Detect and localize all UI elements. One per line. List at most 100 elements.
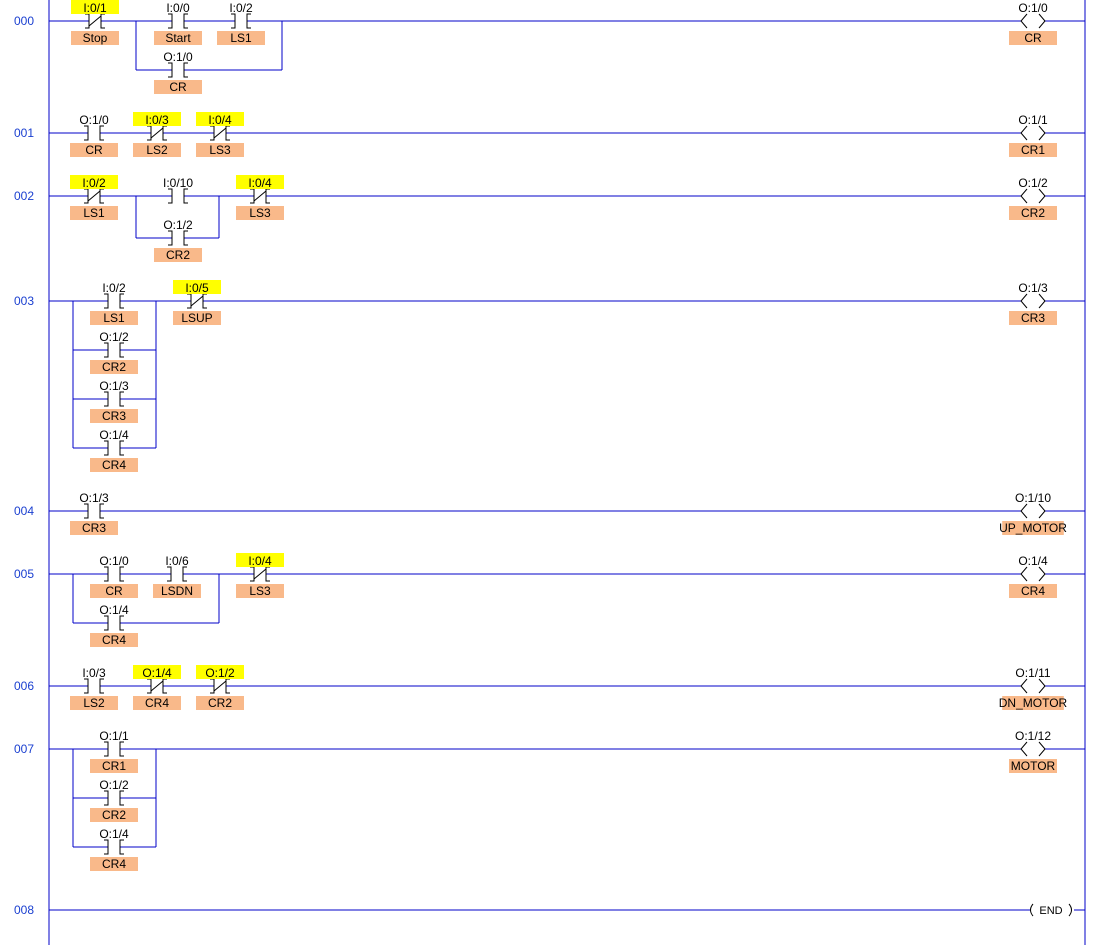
contact-left-bracket [167,566,172,582]
symbol-box [154,80,202,94]
no-contact-O-1-0[interactable]: O:1/0CR [154,50,202,94]
nc-slash-icon [87,190,101,202]
end-instruction: END [1030,903,1072,917]
coil-left-icon [1020,13,1028,29]
contact-gap [172,233,184,243]
address-highlight [196,112,244,126]
contact-symbol: CR [105,584,123,598]
rung-003[interactable]: 003I:0/2LS1I:0/5LSUPO:1/2CR2O:1/3CR3O:1/… [14,280,1085,472]
contact-right-bracket [119,566,124,582]
contact-right-bracket [183,62,188,78]
coil-symbol: CR2 [1021,206,1045,220]
coil-left-icon [1020,741,1028,757]
symbol-box [173,311,221,325]
address-highlight [196,665,244,679]
contact-address: I:0/5 [185,281,209,295]
rung-006[interactable]: 006I:0/3LS2O:1/4CR4O:1/2CR2O:1/11DN_MOTO… [14,665,1085,710]
coil-gap [1021,189,1045,203]
symbol-box [1009,759,1057,773]
contact-address: I:0/2 [229,1,253,15]
symbol-box [153,584,201,598]
symbol-box [90,759,138,773]
contact-address: I:0/0 [166,1,190,15]
address-highlight [70,175,118,189]
symbol-box [133,143,181,157]
coil-left-icon [1020,125,1028,141]
nc-slash-icon [150,127,164,139]
contact-right-bracket [119,615,124,631]
symbol-box [1002,696,1064,710]
contact-gap [88,506,100,516]
symbol-box [90,360,138,374]
contact-left-bracket [168,230,173,246]
coil-gap [1021,679,1045,693]
coil-right-icon [1038,741,1046,757]
contact-left-bracket [84,678,89,694]
coil-symbol: UP_MOTOR [999,521,1067,535]
contact-address: I:0/2 [102,281,126,295]
coil-right-icon [1038,293,1046,309]
contact-symbol: LS3 [249,206,271,220]
coil-gap [1021,742,1045,756]
contact-address: I:0/3 [145,113,169,127]
address-highlight [71,0,119,14]
coil-symbol: CR1 [1021,143,1045,157]
rung-005[interactable]: 005O:1/0CRI:0/6LSDNI:0/4LS3O:1/4CR4O:1/4… [14,553,1085,647]
contact-right-bracket [182,566,187,582]
contact-right-bracket [183,230,188,246]
contact-right-bracket [119,741,124,757]
no-contact-O-1-0[interactable]: O:1/0CR [70,113,118,157]
rung-number: 000 [14,14,34,28]
coil-address: O:1/11 [1015,666,1050,680]
no-contact-O-1-0[interactable]: O:1/0CR [90,554,138,598]
coil-left-icon [1020,566,1028,582]
coil-right-icon [1038,678,1046,694]
address-highlight [133,112,181,126]
rung-000[interactable]: 000I:0/1StopI:0/0StartI:0/2LS1O:1/0CRO:1… [14,0,1085,94]
coil-right-icon [1038,503,1046,519]
contact-symbol: LS3 [209,143,231,157]
contact-right-bracket [119,293,124,309]
no-contact-I-0-10[interactable]: I:0/10 [163,176,193,204]
symbol-box [236,584,284,598]
contact-symbol: CR1 [102,759,126,773]
contact-address: O:1/4 [142,666,172,680]
contact-symbol: CR2 [102,808,126,822]
output-coil-O-1-0[interactable]: O:1/0CR [1009,1,1057,45]
